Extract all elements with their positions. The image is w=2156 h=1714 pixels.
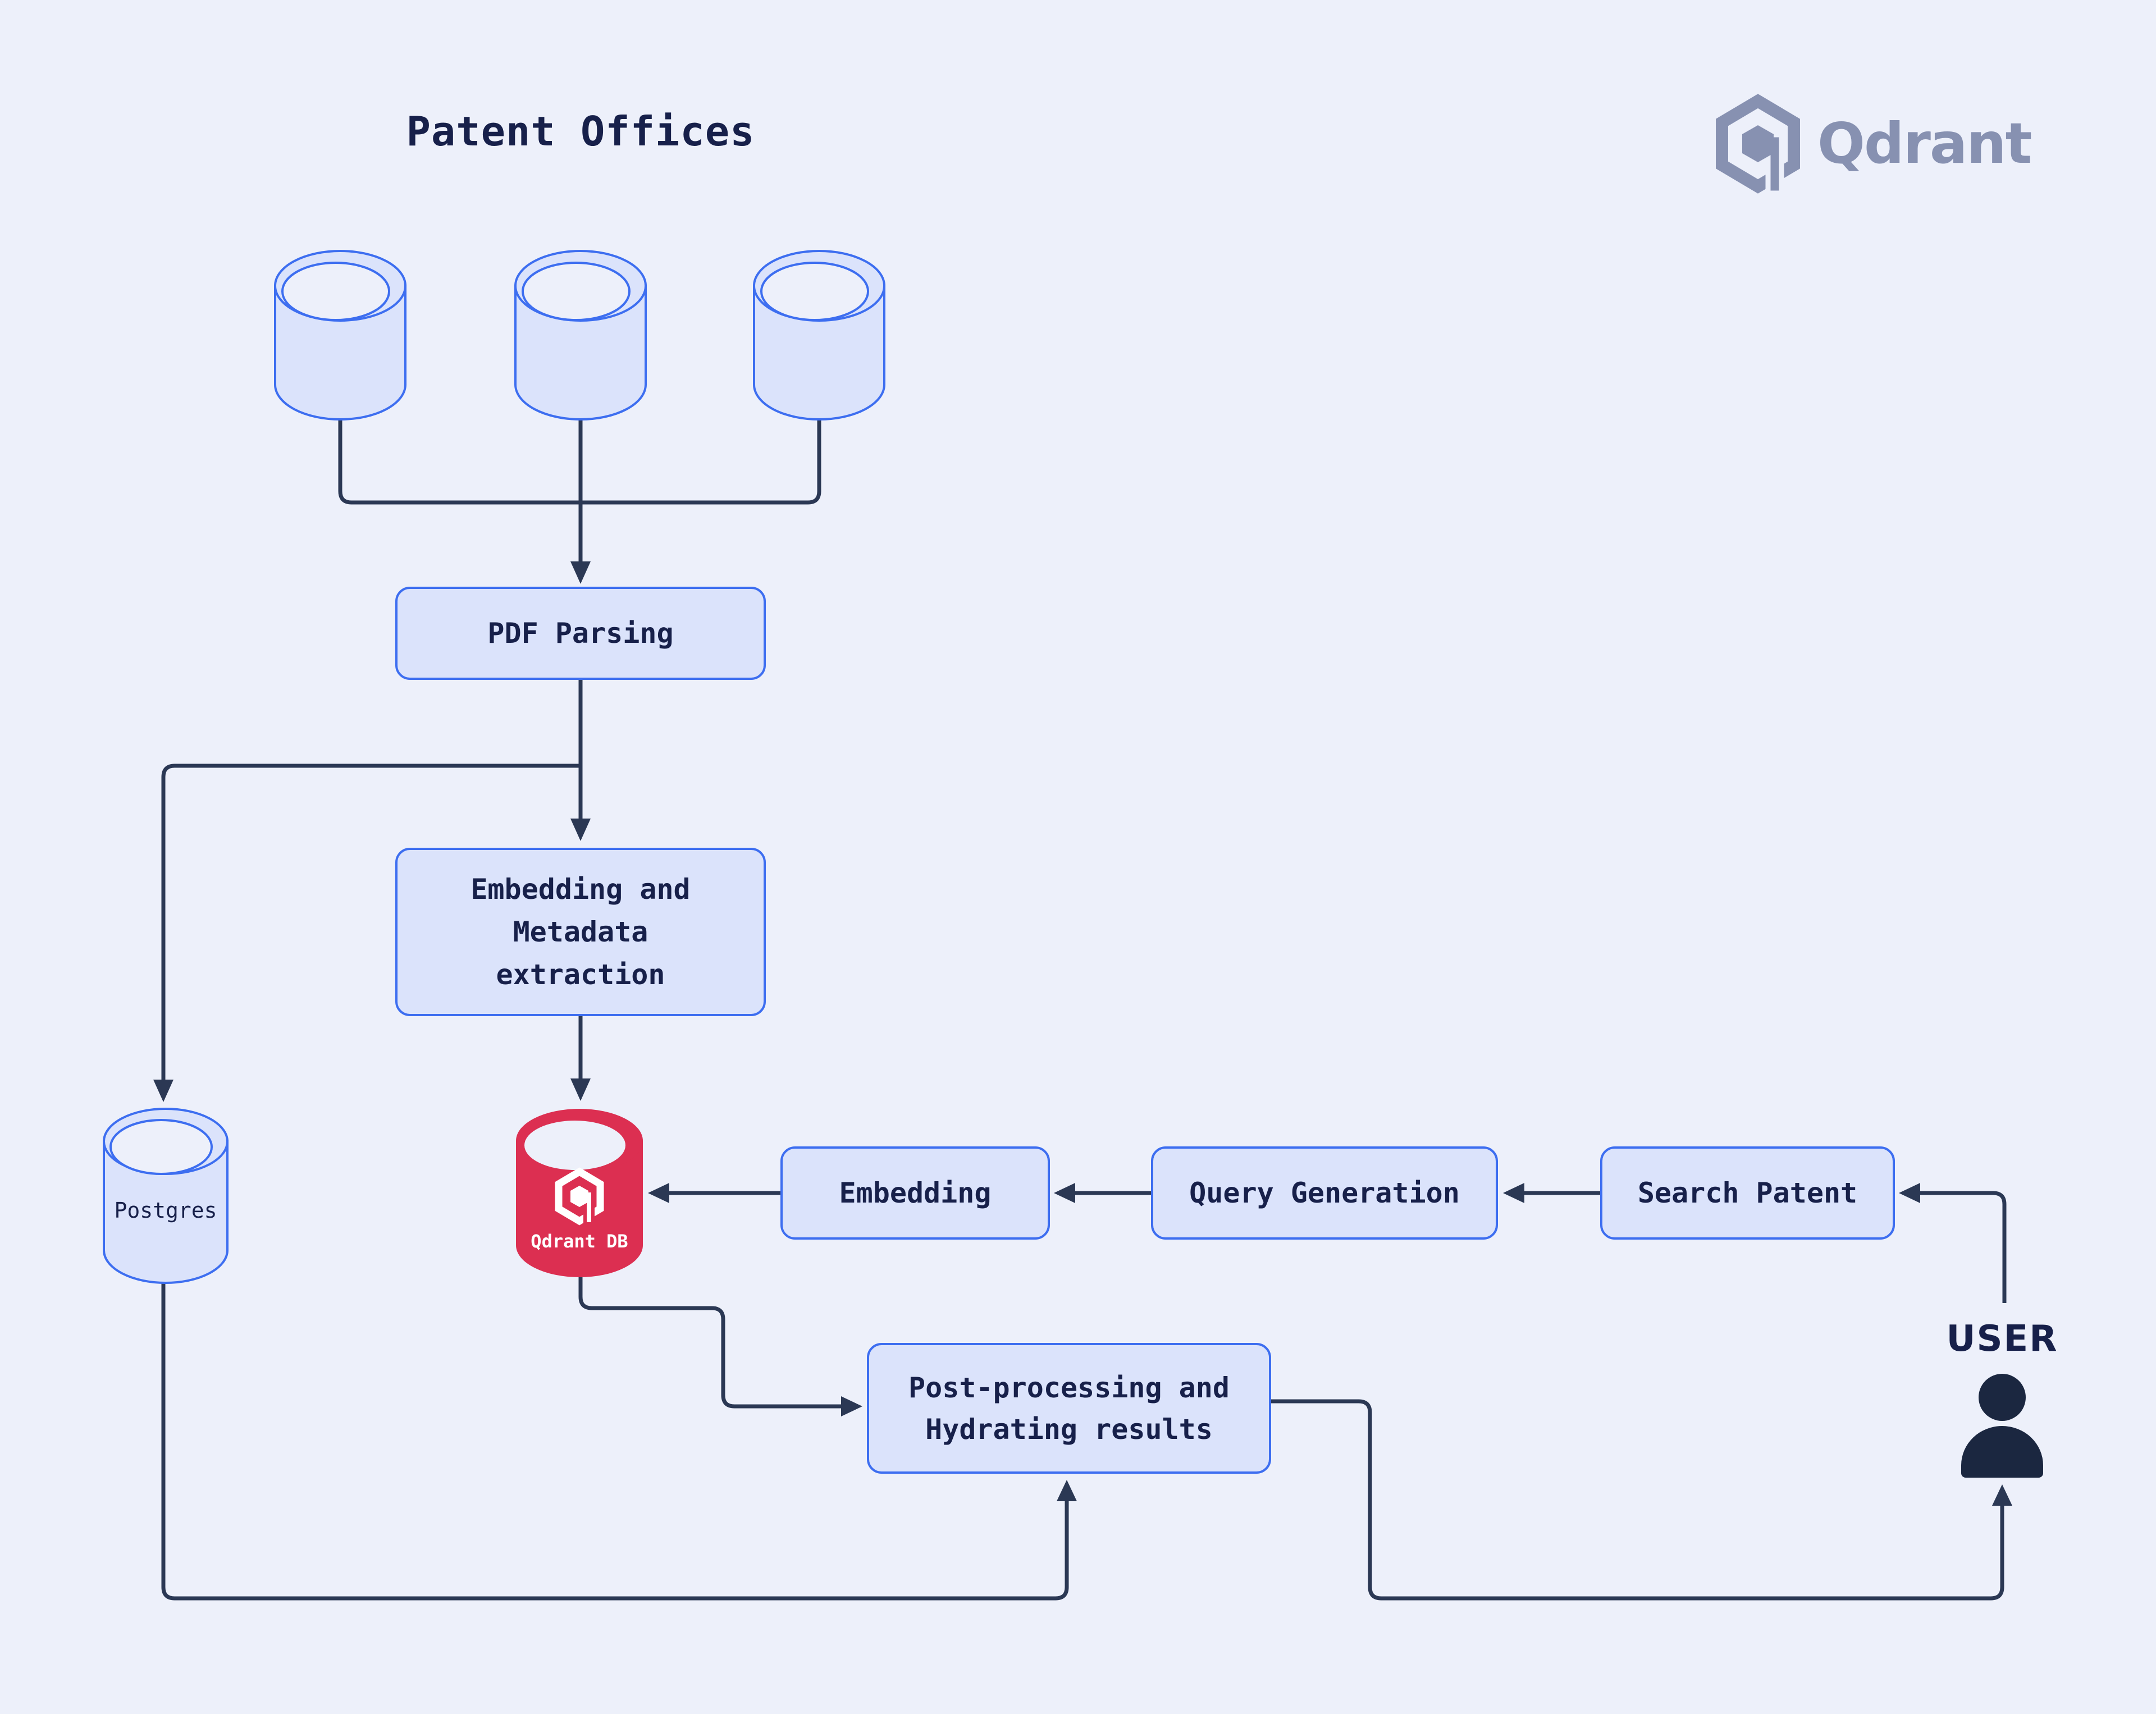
arrowhead-into-postgres (153, 1080, 173, 1102)
node-pdf-parsing-label: PDF Parsing (487, 617, 674, 650)
node-search-patent-label: Search Patent (1637, 1177, 1858, 1209)
postgres-database-cylinder-icon (103, 1108, 229, 1284)
patent-source-database-cylinder-icon (753, 250, 885, 420)
arrow-heads (153, 561, 2012, 1506)
arrowhead-into-user (1992, 1484, 2012, 1506)
qdrant-db-cylinder-icon (516, 1109, 643, 1277)
qdrant-db-label: Qdrant DB (531, 1231, 628, 1252)
node-embedding-metadata-extraction-label: Embedding and Metadata extraction (471, 873, 691, 991)
user-label: USER (1946, 1318, 2058, 1360)
node-embedding: Embedding (780, 1146, 1050, 1240)
user-person-icon (1961, 1374, 2043, 1478)
line-branch-to-postgres (161, 764, 581, 1080)
arrowhead-into-extraction (570, 819, 591, 841)
arrowhead-into-pdf (570, 561, 591, 584)
line-postprocessing-to-user (1271, 1399, 2004, 1601)
arrowhead-into-search (1899, 1183, 1920, 1203)
arrowhead-into-querygen (1503, 1183, 1524, 1203)
node-post-processing-label: Post-processing and Hydrating results (908, 1371, 1230, 1446)
node-search-patent: Search Patent (1600, 1146, 1895, 1240)
arrowhead-into-postprocessing-bottom (1057, 1480, 1077, 1501)
arrowhead-into-qdrantdb-right (648, 1183, 669, 1203)
node-embedding-label: Embedding (839, 1177, 992, 1209)
patent-source-database-cylinder-icon (274, 250, 406, 420)
line-qdrantdb-to-postprocessing (578, 1277, 841, 1409)
arrowhead-into-qdrantdb-top (570, 1078, 591, 1101)
line-user-to-search (1920, 1191, 2007, 1303)
qdrant-hexagon-icon (1716, 94, 1800, 196)
arrowhead-into-postprocessing-left (841, 1396, 862, 1416)
patent-source-database-cylinder-icon (514, 250, 647, 420)
page-title: Patent Offices (406, 108, 755, 155)
postgres-label: Postgres (114, 1198, 217, 1223)
line-sources-merge (338, 419, 821, 561)
qdrant-hexagon-icon (555, 1167, 604, 1226)
qdrant-logo-wordmark: Qdrant (1817, 111, 2032, 176)
line-postgres-to-postprocessing (161, 1283, 1069, 1601)
node-embedding-metadata-extraction: Embedding and Metadata extraction (395, 848, 766, 1016)
node-post-processing: Post-processing and Hydrating results (867, 1343, 1271, 1474)
connector-lines (161, 419, 2007, 1601)
arrowhead-into-embedding (1054, 1183, 1075, 1203)
node-query-generation-label: Query Generation (1189, 1177, 1460, 1209)
node-pdf-parsing: PDF Parsing (395, 587, 766, 680)
node-query-generation: Query Generation (1151, 1146, 1498, 1240)
